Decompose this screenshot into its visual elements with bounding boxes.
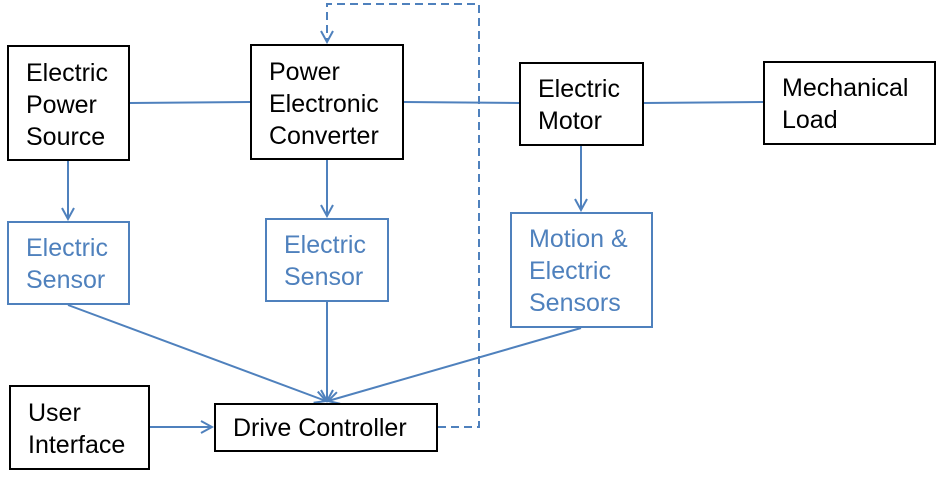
connector-power-source-to-converter — [129, 101, 251, 104]
connector-controller-to-converter — [327, 3, 480, 428]
node-power-electronic-converter: Power Electronic Converter — [250, 44, 404, 160]
node-electric-power-source: Electric Power Source — [7, 45, 130, 161]
node-electric-sensor-converter: Electric Sensor — [265, 218, 389, 302]
node-user-interface: User Interface — [9, 385, 150, 470]
node-mechanical-load: Mechanical Load — [763, 61, 936, 145]
node-motion-electric-sensors: Motion & Electric Sensors — [510, 212, 653, 328]
connector-motor-to-load — [643, 101, 764, 104]
node-drive-controller: Drive Controller — [214, 403, 438, 452]
connector-sensor-source-to-controller — [67, 304, 326, 401]
connector-sensor-motion-to-controller — [328, 327, 582, 401]
node-electric-motor: Electric Motor — [519, 62, 644, 146]
node-electric-sensor-source: Electric Sensor — [7, 221, 130, 305]
connector-converter-to-motor — [403, 101, 520, 104]
